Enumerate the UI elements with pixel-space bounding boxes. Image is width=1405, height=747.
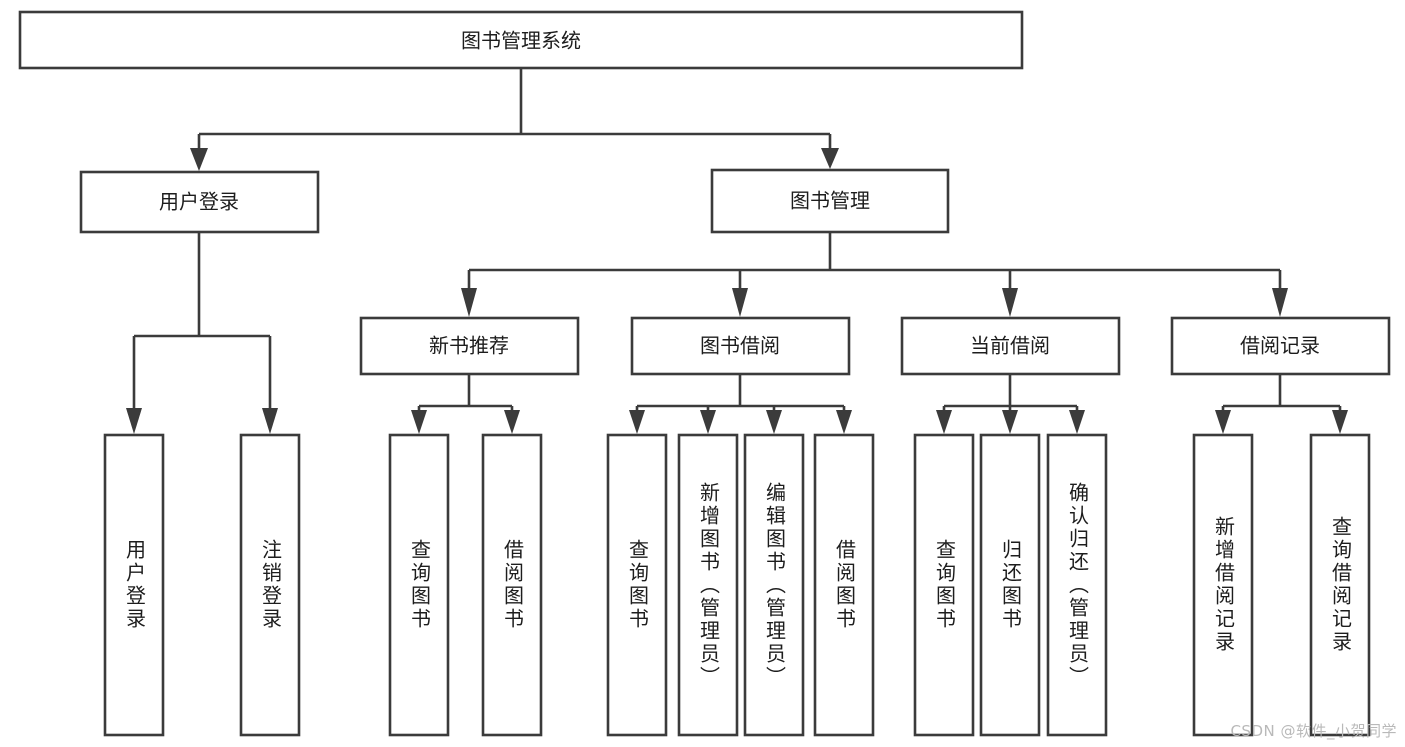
arrowhead-borrow-to-leaf6 bbox=[700, 410, 716, 434]
arrowhead-borrow-to-leaf7 bbox=[766, 410, 782, 434]
arrowhead-records-to-leaf13 bbox=[1332, 410, 1348, 434]
arrowhead-current-to-leaf11 bbox=[1069, 410, 1085, 434]
connector-layer bbox=[126, 68, 1348, 434]
arrowhead-newbook-to-leaf3 bbox=[411, 410, 427, 434]
node-label-newbook: 新书推荐 bbox=[429, 334, 509, 358]
node-box-leaf6[interactable] bbox=[677, 433, 739, 737]
node-box-login[interactable] bbox=[79, 170, 320, 234]
arrowhead-root-to-login bbox=[190, 148, 208, 171]
node-box-leaf3[interactable] bbox=[388, 433, 450, 737]
node-label-login: 用户登录 bbox=[159, 190, 239, 214]
node-layer: 图书管理系统 用户登录 图书管理 新书推荐 图书借阅 当前借阅 借阅记录 bbox=[18, 10, 1391, 737]
arrowhead-borrow-to-leaf5 bbox=[629, 410, 645, 434]
node-box-records[interactable] bbox=[1170, 316, 1391, 376]
node-label-current: 当前借阅 bbox=[970, 334, 1050, 358]
node-box-leaf11[interactable] bbox=[1046, 433, 1108, 737]
node-box-leaf8[interactable] bbox=[813, 433, 875, 737]
node-box-bookmgmt[interactable] bbox=[710, 168, 950, 234]
arrowhead-records-to-leaf12 bbox=[1215, 410, 1231, 434]
watermark-credit: CSDN @软件_小贺同学 bbox=[1230, 722, 1397, 740]
node-box-leaf5[interactable] bbox=[606, 433, 668, 737]
node-box-leaf9[interactable] bbox=[913, 433, 975, 737]
arrowhead-bookmgmt-to-records bbox=[1272, 288, 1288, 317]
arrowhead-current-to-leaf9 bbox=[936, 410, 952, 434]
node-label-borrow: 图书借阅 bbox=[700, 334, 780, 358]
node-box-leaf2[interactable] bbox=[239, 433, 301, 737]
arrowhead-login-to-leaf2 bbox=[262, 408, 278, 434]
node-label-root: 图书管理系统 bbox=[461, 29, 581, 53]
node-label-bookmgmt: 图书管理 bbox=[790, 189, 870, 213]
node-box-borrow[interactable] bbox=[630, 316, 851, 376]
arrowhead-current-to-leaf10 bbox=[1002, 410, 1018, 434]
arrowhead-newbook-to-leaf4 bbox=[504, 410, 520, 434]
node-box-root[interactable] bbox=[18, 10, 1024, 70]
node-box-newbook[interactable] bbox=[359, 316, 580, 376]
arrowhead-borrow-to-leaf8 bbox=[836, 410, 852, 434]
arrowhead-bookmgmt-to-newbook bbox=[461, 288, 477, 317]
node-box-leaf12[interactable] bbox=[1192, 433, 1254, 737]
arrowhead-login-to-leaf1 bbox=[126, 408, 142, 434]
node-box-leaf4[interactable] bbox=[481, 433, 543, 737]
arrowhead-bookmgmt-to-borrow bbox=[732, 288, 748, 317]
arrowhead-bookmgmt-to-current bbox=[1002, 288, 1018, 317]
node-box-leaf7[interactable] bbox=[743, 433, 805, 737]
node-box-leaf10[interactable] bbox=[979, 433, 1041, 737]
node-label-records: 借阅记录 bbox=[1240, 334, 1320, 358]
node-box-leaf1[interactable] bbox=[103, 433, 165, 737]
node-box-current[interactable] bbox=[900, 316, 1121, 376]
node-box-leaf13[interactable] bbox=[1309, 433, 1371, 737]
arrowhead-root-to-bookmgmt bbox=[821, 148, 839, 169]
